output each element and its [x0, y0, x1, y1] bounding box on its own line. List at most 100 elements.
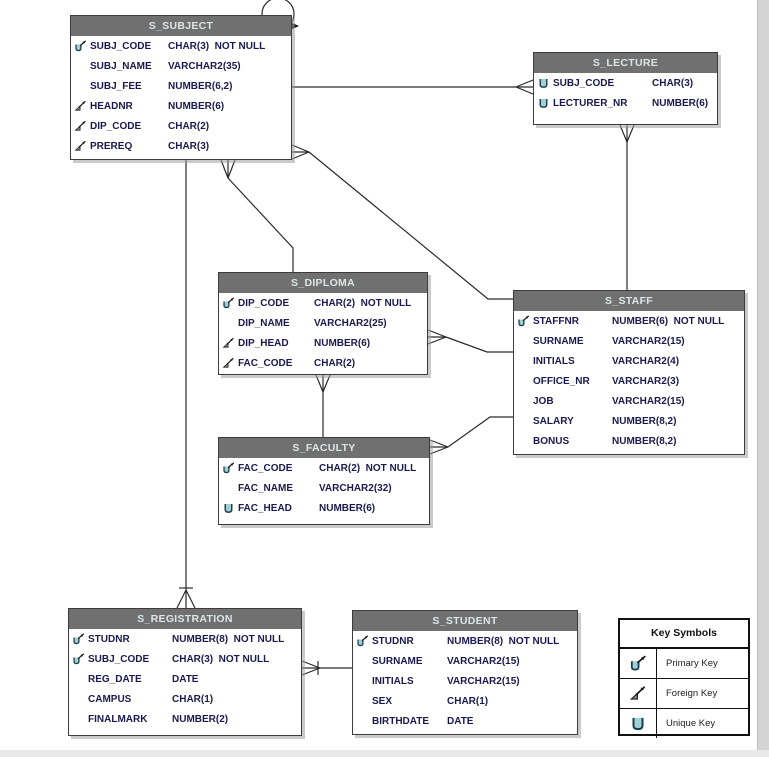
no-key-icon — [72, 712, 88, 726]
no-key-icon — [356, 694, 372, 708]
attribute-type: NUMBER(6) NOT NULL — [612, 315, 725, 327]
attribute-type: NUMBER(8,2) — [612, 435, 677, 447]
attribute-name: SUBJ_NAME — [90, 60, 152, 72]
attribute-name: BONUS — [533, 435, 570, 447]
attribute-type: CHAR(1) — [172, 693, 214, 705]
no-key-icon — [356, 654, 372, 668]
relationship-line-staff-diploma-head — [427, 329, 447, 338]
relationship-line-staff-subject-head — [308, 151, 513, 300]
relationship-line-staff-faculty-head — [429, 439, 449, 448]
attribute-name: OFFICE_NR — [533, 375, 590, 387]
relationship-line-faculty-diploma — [322, 374, 331, 393]
legend-label: Unique Key — [666, 718, 716, 729]
no-key-icon — [356, 674, 372, 688]
attribute-name: FAC_HEAD — [238, 502, 292, 514]
attribute-name: SUBJ_FEE — [90, 80, 142, 92]
attribute-type: NUMBER(6) — [319, 502, 376, 514]
no-key-icon — [222, 481, 238, 495]
attribute-name: JOB — [533, 395, 554, 407]
attribute-row: REG_DATE DATE — [69, 669, 301, 689]
attribute-type: VARCHAR2(4) — [612, 355, 680, 367]
no-key-icon — [72, 692, 88, 706]
attribute-type: NUMBER(6) — [314, 337, 371, 349]
no-key-icon — [517, 414, 533, 428]
attribute-name: SURNAME — [533, 335, 584, 347]
unique-key-icon — [222, 501, 238, 515]
attribute-name: SUBJ_CODE — [90, 40, 152, 52]
no-key-icon — [517, 354, 533, 368]
attribute-name: PREREQ — [90, 140, 133, 152]
primary-key-icon — [222, 296, 238, 310]
attribute-type: DATE — [172, 673, 199, 685]
unique-key-icon — [537, 96, 553, 110]
legend-row: Foreign Key — [620, 679, 748, 709]
attribute-row: INITIALS VARCHAR2(4) — [514, 351, 744, 371]
relationship-line-staff-subject-head — [291, 151, 310, 160]
attribute-type: VARCHAR2(25) — [314, 317, 387, 329]
no-key-icon — [356, 714, 372, 728]
attribute-type: NUMBER(6) — [168, 100, 225, 112]
primary-key-icon — [356, 634, 372, 648]
attribute-name: SUBJ_CODE — [88, 653, 150, 665]
relationship-line-lecture-staff — [619, 124, 628, 143]
entity-title: S_REGISTRATION — [69, 609, 301, 629]
relationship-line-staff-diploma-head — [445, 336, 513, 353]
foreign-key-icon — [74, 139, 90, 153]
unique-key-icon — [537, 76, 553, 90]
relationship-line-lecture-staff — [626, 124, 635, 143]
canvas-right-gutter — [757, 0, 769, 757]
no-key-icon — [74, 79, 90, 93]
attribute-name: REG_DATE — [88, 673, 142, 685]
attribute-type: NUMBER(2) — [172, 713, 229, 725]
attribute-type: CHAR(2) NOT NULL — [314, 297, 412, 309]
attribute-name: STUDNR — [372, 635, 414, 647]
no-key-icon — [517, 434, 533, 448]
foreign-key-icon — [222, 356, 238, 370]
attribute-name: FAC_CODE — [238, 462, 293, 474]
attribute-name: CAMPUS — [88, 693, 132, 705]
attribute-name: INITIALS — [533, 355, 575, 367]
foreign-key-icon — [74, 119, 90, 133]
primary-key-icon — [74, 39, 90, 53]
no-key-icon — [72, 672, 88, 686]
attribute-name: DIP_NAME — [238, 317, 290, 329]
no-key-icon — [517, 394, 533, 408]
attribute-type: VARCHAR2(35) — [168, 60, 241, 72]
foreign-key-icon — [222, 336, 238, 350]
attribute-name: SALARY — [533, 415, 574, 427]
attribute-type: CHAR(3) — [652, 77, 694, 89]
relationship-line-staff-subject-head — [291, 144, 310, 153]
attribute-name: LECTURER_NR — [553, 97, 628, 109]
attribute-type: CHAR(1) — [447, 695, 489, 707]
legend-row: Unique Key — [620, 709, 748, 738]
relationship-line-subject-registration — [185, 589, 196, 609]
relationship-line-diploma-subject — [220, 159, 229, 179]
foreign-key-icon — [74, 99, 90, 113]
relationship-line-staff-diploma-head — [427, 336, 447, 345]
relationship-line-subject-lecture — [515, 79, 534, 88]
relationship-line-diploma-subject — [227, 177, 294, 272]
